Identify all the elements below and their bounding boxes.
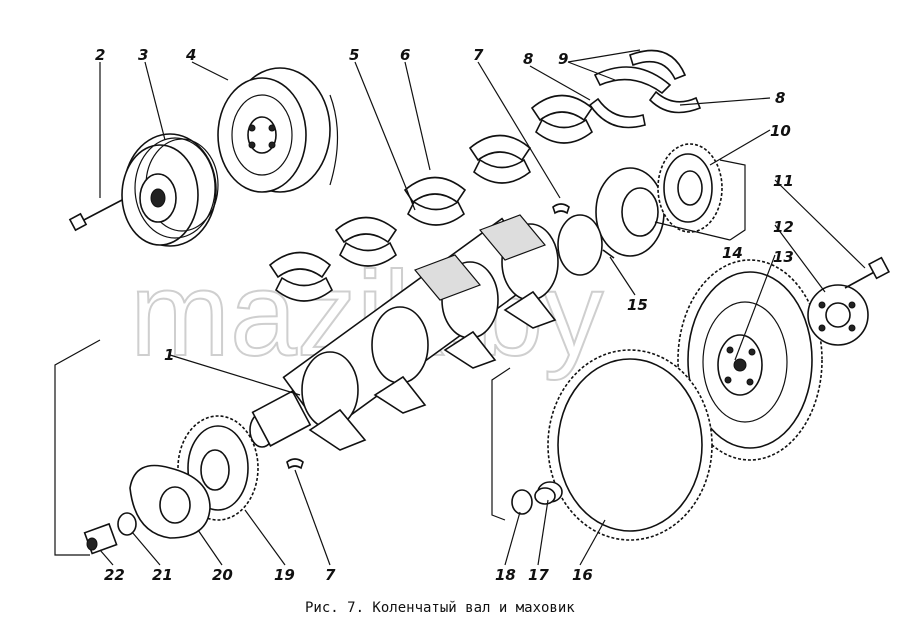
lower-bearing-shells xyxy=(268,251,334,302)
label-16: 16 xyxy=(572,566,593,584)
label-4: 4 xyxy=(185,46,196,64)
label-14: 14 xyxy=(722,244,743,262)
label-8-right: 8 xyxy=(775,89,785,107)
label-7-top: 7 xyxy=(473,46,484,64)
label-22: 22 xyxy=(104,566,125,584)
flywheel-bolt xyxy=(844,256,891,289)
bolt xyxy=(68,199,123,232)
label-17: 17 xyxy=(528,566,549,584)
label-2: 2 xyxy=(95,46,105,64)
label-3: 3 xyxy=(138,46,148,64)
label-11: 11 xyxy=(773,172,794,190)
bushing xyxy=(83,522,118,555)
main-bearing-shells xyxy=(334,94,594,267)
label-9: 9 xyxy=(558,50,568,68)
label-18: 18 xyxy=(495,566,516,584)
label-15: 15 xyxy=(627,296,648,314)
figure-caption: Рис. 7. Коленчатый вал и маховик xyxy=(305,600,575,616)
thrust-washers xyxy=(588,49,702,129)
crankshaft-pulley xyxy=(121,133,219,247)
assembly-guide-lines xyxy=(54,159,746,556)
label-6: 6 xyxy=(400,46,410,64)
oil-seal-ring xyxy=(117,512,137,536)
bolt-washer-plate xyxy=(807,284,869,346)
label-8-top: 8 xyxy=(523,50,533,68)
label-12: 12 xyxy=(773,218,794,236)
label-1: 1 xyxy=(164,346,174,364)
flywheel-pin xyxy=(602,249,615,259)
oil-deflector xyxy=(595,167,665,257)
keys xyxy=(286,203,570,470)
torsional-damper xyxy=(217,67,339,193)
crankshaft-gear xyxy=(657,143,723,233)
leader-lines xyxy=(99,49,866,566)
label-20: 20 xyxy=(212,566,233,584)
front-thrust-washer xyxy=(129,464,211,539)
part-number-labels: 2 3 4 5 6 7 8 9 8 10 11 12 13 14 15 1 16… xyxy=(95,46,794,584)
label-5: 5 xyxy=(349,46,359,64)
label-13: 13 xyxy=(773,248,794,266)
input-shaft-bearing xyxy=(534,481,563,505)
label-21: 21 xyxy=(152,566,173,584)
flywheel xyxy=(677,259,823,461)
retaining-ring xyxy=(511,489,533,515)
label-10: 10 xyxy=(770,122,791,140)
crankshaft xyxy=(249,214,603,451)
label-19: 19 xyxy=(274,566,295,584)
label-7-bottom: 7 xyxy=(325,566,336,584)
ring-gear xyxy=(547,349,713,541)
